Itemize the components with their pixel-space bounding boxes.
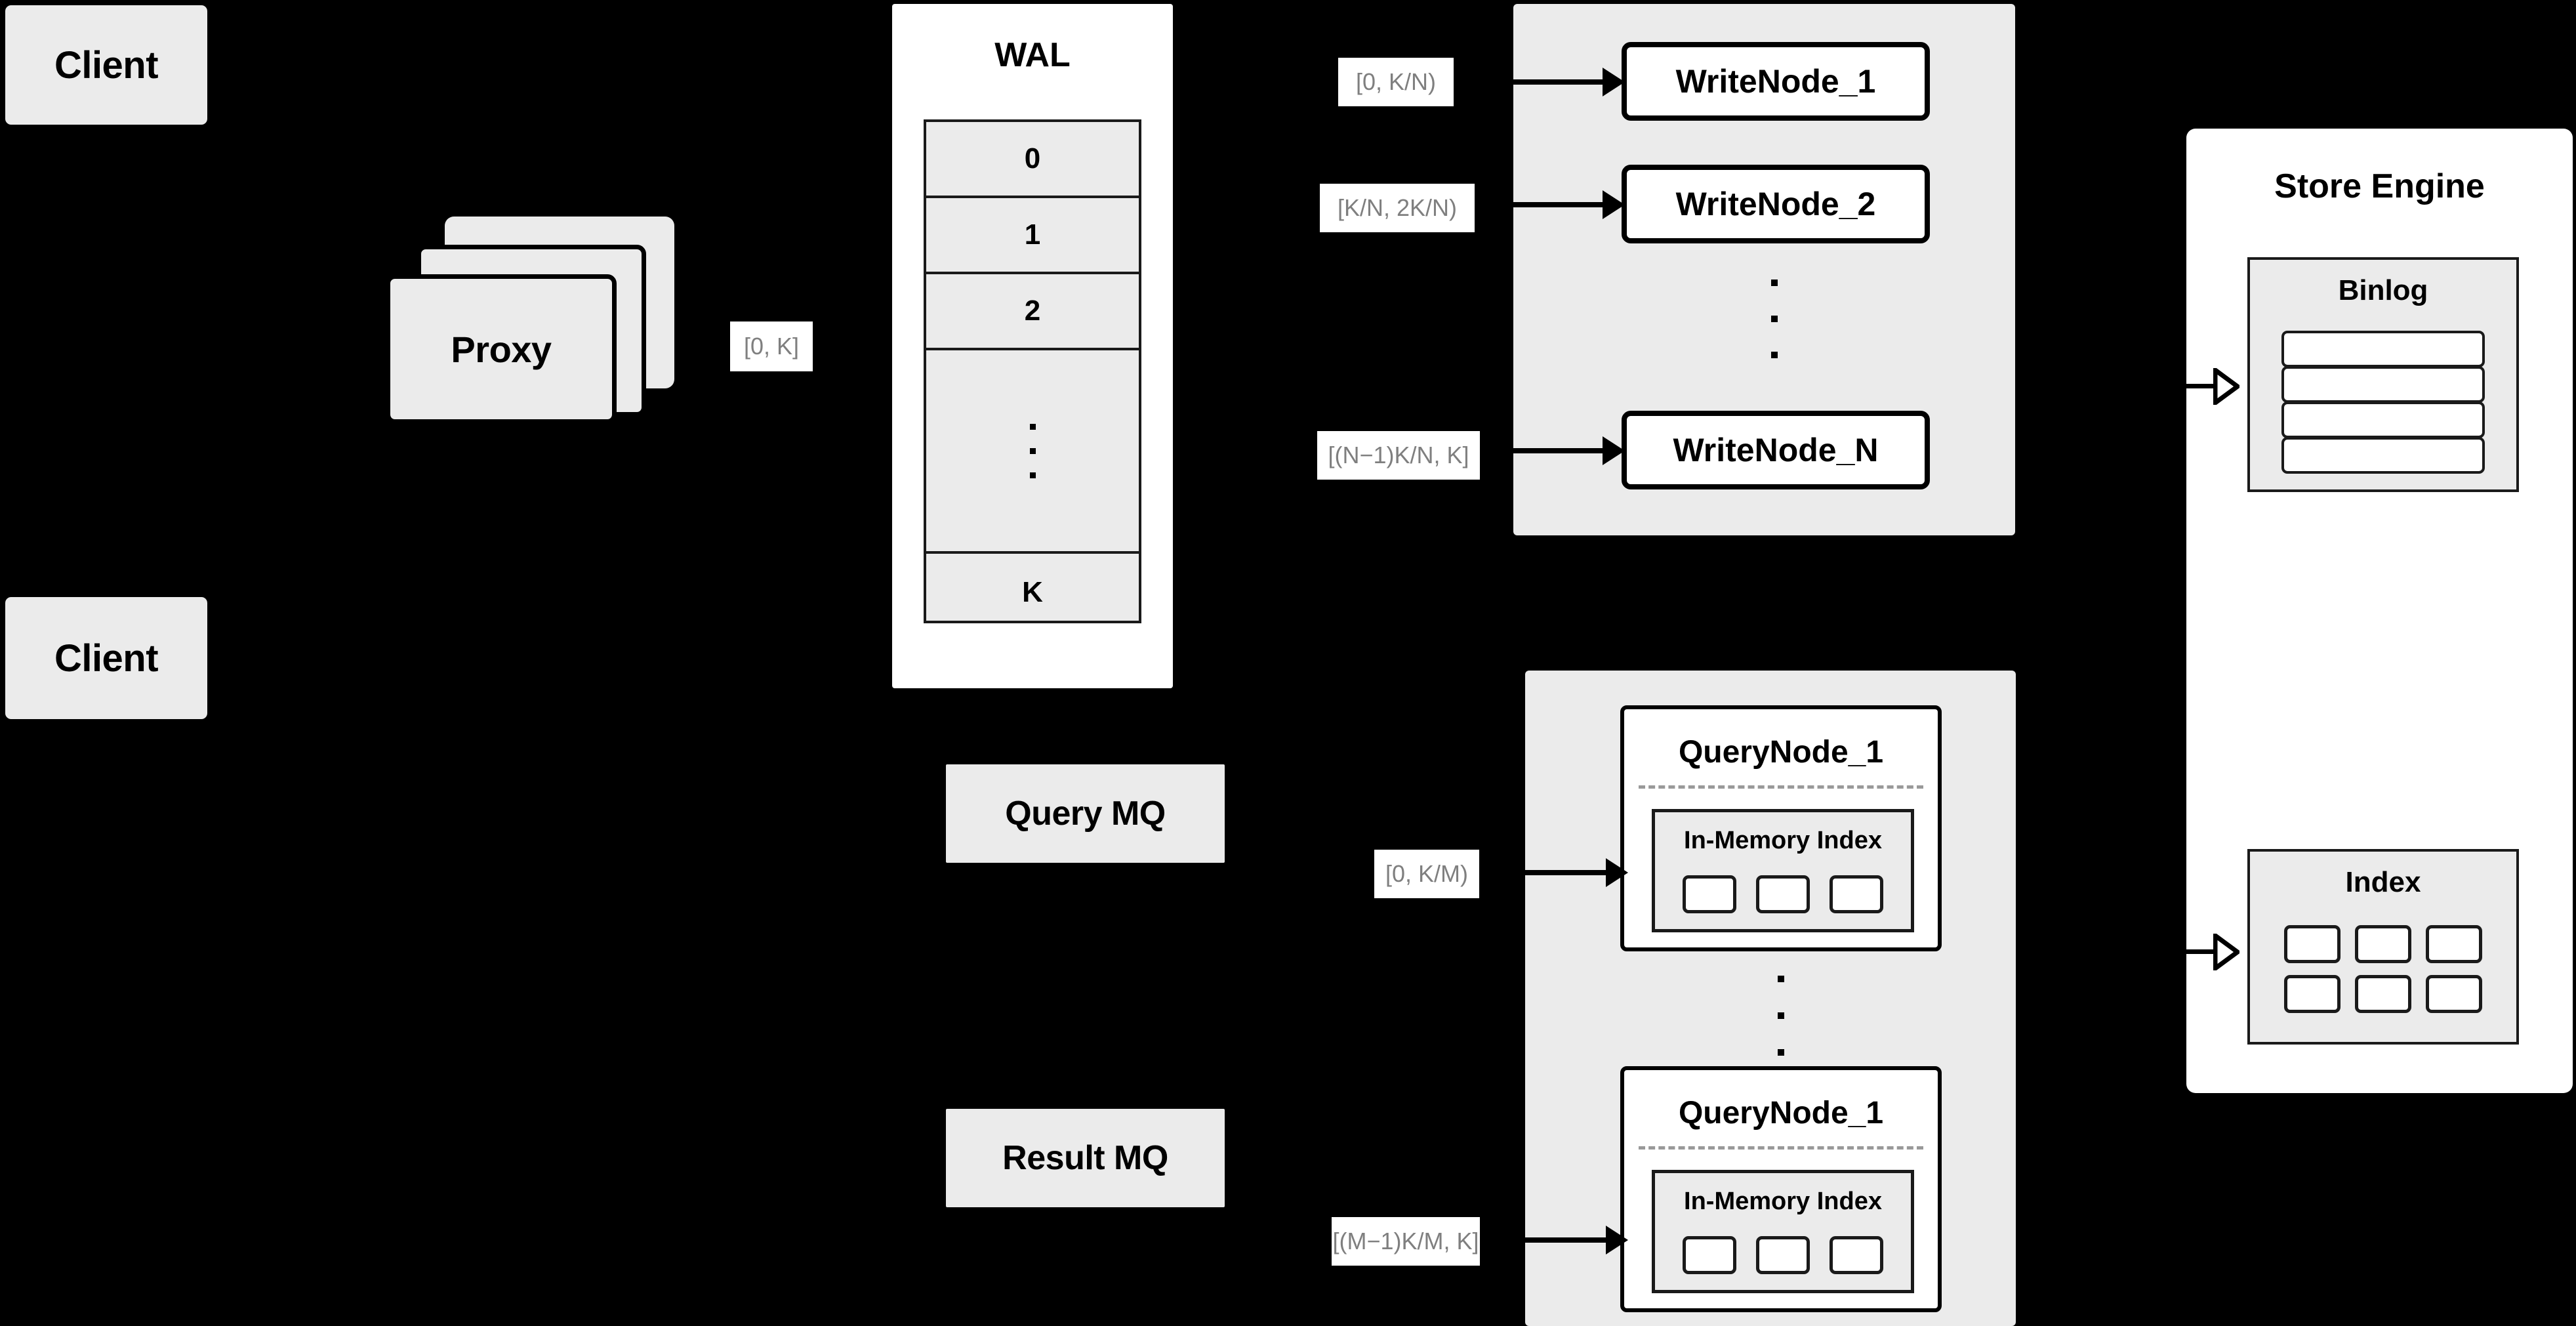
wal-title: WAL xyxy=(994,36,1071,74)
wal-row-k: K xyxy=(1022,576,1043,608)
query-node-1-divider xyxy=(1639,785,1923,789)
write-node-2-range-label: [K/N, 2K/N) xyxy=(1320,184,1475,232)
in-memory-index-cells-2 xyxy=(1655,1236,1911,1274)
query-node-2-arrow-line xyxy=(1517,1237,1608,1243)
write-node-1-arrow-line xyxy=(1507,79,1605,85)
result-mq-label: Result MQ xyxy=(1002,1139,1168,1177)
ellipsis-dot xyxy=(1778,1012,1784,1019)
ellipsis-dot xyxy=(1029,423,1036,430)
binlog-row xyxy=(2281,402,2485,438)
ellipsis-dot xyxy=(1029,472,1036,478)
index-cell xyxy=(2284,925,2341,963)
index-cell xyxy=(2355,925,2411,963)
query-node-2[interactable]: QueryNode_1 In-Memory Index xyxy=(1620,1066,1942,1312)
ellipsis-dot xyxy=(1029,447,1036,454)
ellipsis-dot xyxy=(1771,352,1778,358)
in-memory-index-title-2: In-Memory Index xyxy=(1684,1188,1882,1215)
client-label-1: Client xyxy=(54,43,159,87)
wal-row-ellipsis xyxy=(926,350,1139,554)
query-node-1-in-memory-index: In-Memory Index xyxy=(1652,809,1914,932)
store-engine-title: Store Engine xyxy=(2274,167,2485,205)
query-node-1-arrow-head xyxy=(1606,858,1628,887)
wal-row-1: 1 xyxy=(926,198,1139,274)
query-node-1-arrow-line xyxy=(1517,870,1608,875)
write-node-n-arrow-head xyxy=(1603,436,1625,465)
query-cluster-ellipsis xyxy=(1778,976,1784,1056)
proxy-range-label: [0, K] xyxy=(730,321,813,371)
index-cell xyxy=(1830,875,1883,913)
index-cell xyxy=(1683,875,1736,913)
write-node-n-arrow-line xyxy=(1507,448,1605,453)
index-cell xyxy=(1756,1236,1810,1274)
query-node-2-divider xyxy=(1639,1146,1923,1150)
query-mq-label: Query MQ xyxy=(1005,795,1166,833)
write-node-cluster: WriteNode_1 WriteNode_2 WriteNode_N xyxy=(1513,4,2015,535)
store-engine-panel: Store Engine Binlog Index xyxy=(2186,129,2573,1093)
wal-table: 0 1 2 K xyxy=(924,119,1141,623)
client-box-1: Client xyxy=(5,5,207,125)
write-node-2[interactable]: WriteNode_2 xyxy=(1622,165,1930,243)
query-mq-box[interactable]: Query MQ xyxy=(946,764,1225,863)
ellipsis-dot xyxy=(1771,316,1778,322)
wal-row-2: 2 xyxy=(926,274,1139,350)
write-node-1-range-label: [0, K/N) xyxy=(1338,58,1454,106)
write-node-n[interactable]: WriteNode_N xyxy=(1622,411,1930,489)
binlog-arrow-line xyxy=(2186,384,2215,388)
index-cell xyxy=(2355,975,2411,1013)
query-node-2-range-label: [(M−1)K/M, K] xyxy=(1332,1217,1480,1266)
query-node-2-in-memory-index: In-Memory Index xyxy=(1652,1170,1914,1293)
binlog-title: Binlog xyxy=(2338,274,2428,306)
index-title: Index xyxy=(2345,866,2421,898)
client-label-2: Client xyxy=(54,636,159,680)
query-node-cluster: QueryNode_1 In-Memory Index QueryNode_1 … xyxy=(1525,671,2016,1326)
binlog-row xyxy=(2281,366,2485,403)
client-box-2: Client xyxy=(5,597,207,719)
ellipsis-dot xyxy=(1778,1049,1784,1056)
index-cell xyxy=(1756,875,1810,913)
write-node-1-label: WriteNode_1 xyxy=(1675,63,1876,100)
query-node-1[interactable]: QueryNode_1 In-Memory Index xyxy=(1620,705,1942,951)
write-node-2-arrow-line xyxy=(1507,202,1605,207)
write-node-n-label: WriteNode_N xyxy=(1673,432,1879,468)
write-node-2-label: WriteNode_2 xyxy=(1675,186,1876,222)
query-node-2-arrow-head xyxy=(1606,1226,1628,1254)
proxy-label: Proxy xyxy=(451,328,552,370)
write-node-1[interactable]: WriteNode_1 xyxy=(1622,42,1930,121)
index-cell xyxy=(2426,925,2482,963)
binlog-row xyxy=(2281,331,2485,367)
result-mq-box[interactable]: Result MQ xyxy=(946,1109,1225,1207)
index-cell xyxy=(1830,1236,1883,1274)
binlog-rows xyxy=(2281,331,2485,474)
proxy-card-front[interactable]: Proxy xyxy=(386,274,617,424)
index-panel: Index xyxy=(2247,849,2519,1045)
query-node-1-label: QueryNode_1 xyxy=(1678,735,1884,770)
write-node-1-arrow-head xyxy=(1603,68,1625,96)
in-memory-index-title-1: In-Memory Index xyxy=(1684,827,1882,854)
wal-panel: WAL 0 1 2 K xyxy=(892,4,1173,688)
write-node-2-arrow-head xyxy=(1603,190,1625,219)
index-grid xyxy=(2284,925,2482,1013)
write-cluster-ellipsis xyxy=(1771,280,1778,358)
index-arrow-line xyxy=(2186,949,2215,954)
ellipsis-dot xyxy=(1771,280,1778,286)
wal-row-0: 0 xyxy=(926,122,1139,198)
binlog-row xyxy=(2281,437,2485,474)
query-node-2-label: QueryNode_1 xyxy=(1678,1096,1884,1130)
index-cell xyxy=(2426,975,2482,1013)
in-memory-index-cells-1 xyxy=(1655,875,1911,913)
binlog-panel: Binlog xyxy=(2247,257,2519,492)
query-node-1-range-label: [0, K/M) xyxy=(1374,850,1479,898)
ellipsis-dot xyxy=(1778,976,1784,982)
index-cell xyxy=(2284,975,2341,1013)
index-cell xyxy=(1683,1236,1736,1274)
write-node-n-range-label: [(N−1)K/N, K] xyxy=(1317,431,1480,480)
